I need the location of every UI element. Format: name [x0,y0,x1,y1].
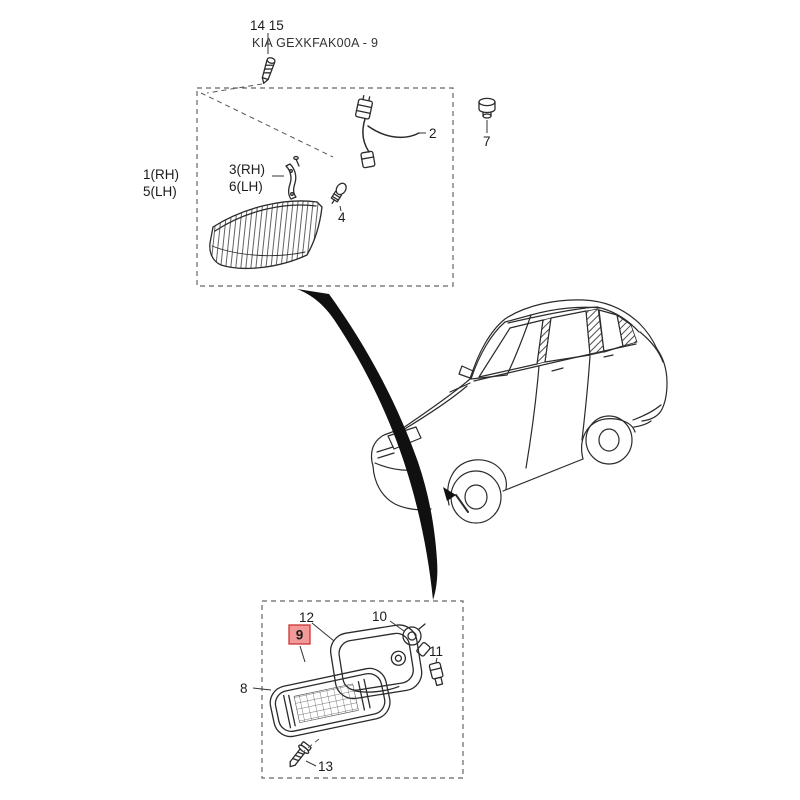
callout-12: 12 [299,610,314,625]
socket-illustration [402,623,431,657]
callout-10: 10 [372,609,387,624]
dashed-leader-box [200,92,334,158]
headlamp-lens-illustration [209,200,323,270]
grommet-illustration [478,97,496,119]
connector-illustration [428,661,444,687]
screw-14-15-icon [261,57,276,84]
callout-12-leader [311,622,335,642]
lamp-housing-illustration [329,624,423,700]
bulb-illustration [330,182,347,204]
title-block: 14 15 KIA GEXKFAK00A - 9 [250,18,378,54]
ref-numbers-label: 14 15 [250,18,284,33]
bulb-leader-line [339,205,342,212]
wiring-harness-illustration [355,95,420,169]
callout-9-leader [299,645,306,663]
callout-9-highlight[interactable]: 9 [288,624,311,645]
callout-3-rh: 3(RH) [229,162,265,177]
upper-assembly-box [196,87,454,287]
screw-dashed-leader [302,738,320,753]
callout-9-box[interactable] [288,624,311,645]
screw-13-icon [289,741,312,768]
callout-2: 2 [429,126,437,141]
callout-7: 7 [483,134,491,149]
callout-4: 4 [338,210,346,225]
callout-11-leader [435,657,438,664]
callout-8: 8 [240,681,248,696]
callout-5-lh: 5(LH) [143,184,177,199]
b-pillar-hatch [536,317,552,365]
callout-9[interactable]: 9 [296,628,304,643]
car-illustration [370,299,668,524]
pointer-swoosh [297,289,438,600]
callout-13-leader [305,760,317,767]
callout-11: 11 [429,644,443,659]
callout-6-lh: 6(LH) [229,179,263,194]
c-pillar-hatch [585,308,605,356]
lamp-position-arrow [443,487,456,501]
front-lamp-lens-illustration [269,667,391,738]
bracket-illustration [285,155,300,200]
diagram-title: KIA GEXKFAK00A - 9 [252,36,378,50]
callout-10-leader [389,620,405,632]
callout-1-rh: 1(RH) [143,167,179,182]
headlight-shape [387,426,422,450]
callout-8-leader [252,687,272,691]
callout-13: 13 [318,759,333,774]
rear-pillar-hatch [616,314,638,347]
